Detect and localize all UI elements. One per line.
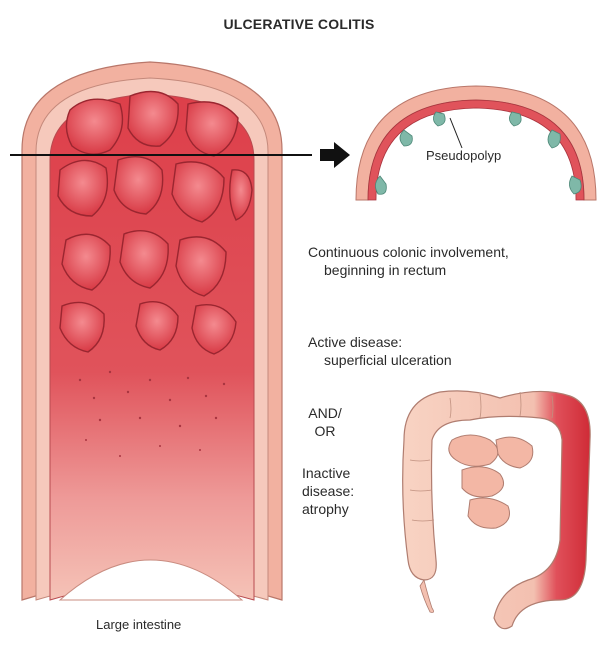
pseudopolyp-label: Pseudopolyp	[426, 148, 501, 163]
or-label: OR	[305, 422, 345, 440]
colon-overview	[403, 391, 591, 629]
inactive-label: Inactive	[302, 464, 382, 482]
pseudopolyp-pointer	[450, 118, 462, 148]
active-disease-label: Active disease:	[308, 334, 402, 350]
and-or-label: AND/ OR	[305, 404, 345, 440]
beginning-in-rectum-label: beginning in rectum	[324, 262, 446, 278]
atrophy-label: atrophy	[302, 500, 382, 518]
cross-section	[356, 86, 596, 200]
inactive-disease-label: Inactive disease: atrophy	[302, 464, 382, 518]
and-label: AND/	[305, 404, 345, 422]
arrow-right-icon	[320, 142, 350, 168]
large-intestine-label: Large intestine	[96, 617, 181, 632]
page-title: ULCERATIVE COLITIS	[0, 16, 598, 32]
disease-label: disease:	[302, 482, 382, 500]
superficial-ulceration-label: superficial ulceration	[324, 352, 452, 368]
continuous-involvement-label: Continuous colonic involvement,	[308, 244, 509, 260]
